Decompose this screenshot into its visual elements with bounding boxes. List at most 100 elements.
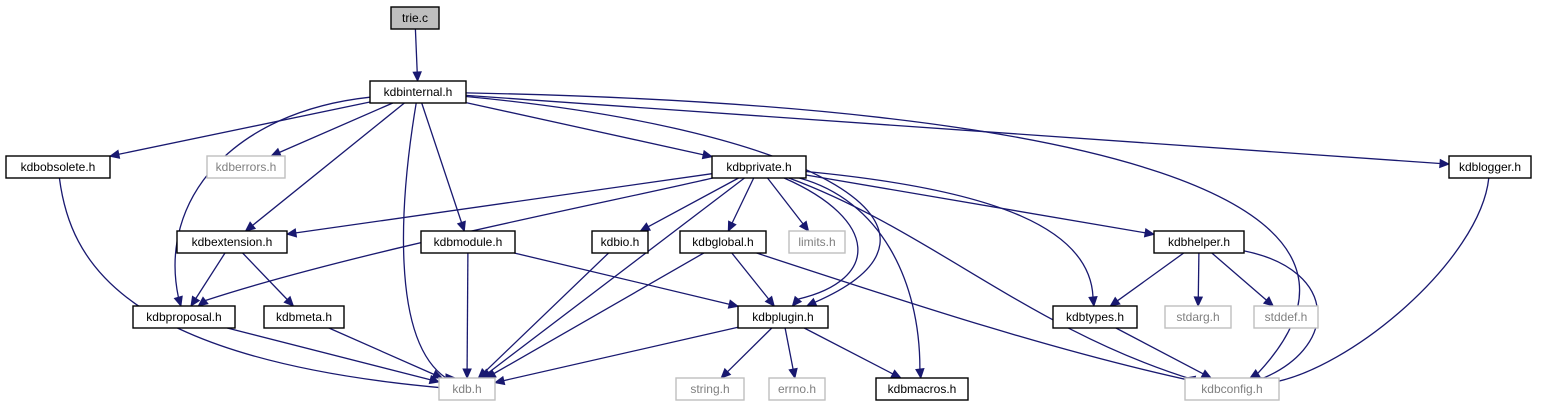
edge-kdbplugin_h-to-errno_h bbox=[784, 327, 798, 380]
node-kdbplugin-h[interactable]: kdbplugin.h bbox=[737, 305, 829, 329]
edge-kdbinternal_h-to-kdbobsolete_h bbox=[108, 101, 371, 159]
edge-line bbox=[647, 177, 739, 228]
edge-line bbox=[488, 177, 745, 374]
edge-line bbox=[195, 252, 226, 299]
node-label: kdbhelper.h bbox=[1168, 235, 1230, 249]
node-box bbox=[1153, 230, 1245, 254]
edge-kdbinternal_h-to-kdbextension_h bbox=[244, 102, 405, 232]
edge-kdbplugin_h-to-kdbmacros_h bbox=[803, 327, 902, 379]
node-box bbox=[132, 305, 236, 329]
edge-line bbox=[295, 173, 713, 234]
edge-kdbprivate_h-to-kdbhelper_h bbox=[805, 174, 1156, 238]
node-box bbox=[263, 305, 345, 329]
edge-line bbox=[766, 177, 804, 225]
node-kdbmeta-h[interactable]: kdbmeta.h bbox=[263, 305, 345, 329]
node-kdblogger-h[interactable]: kdblogger.h bbox=[1448, 155, 1532, 179]
arrowhead-icon bbox=[727, 299, 740, 309]
node-kdbmodule-h[interactable]: kdbmodule.h bbox=[420, 230, 516, 254]
arrowhead-icon bbox=[798, 220, 810, 232]
arrowhead-icon bbox=[477, 368, 489, 379]
edge-line bbox=[731, 252, 770, 300]
arrowhead-icon bbox=[270, 147, 282, 157]
arrowhead-icon bbox=[431, 369, 444, 379]
node-box bbox=[591, 230, 649, 254]
edge-kdbextension_h-to-kdbmeta_h bbox=[242, 252, 295, 307]
node-box bbox=[176, 230, 288, 254]
edge-kdbprivate_h-to-kdbconfig_h bbox=[788, 177, 1197, 385]
node-kdbhelper-h[interactable]: kdbhelper.h bbox=[1153, 230, 1245, 254]
node-box bbox=[1448, 155, 1532, 179]
node-kdbextension-h[interactable]: kdbextension.h bbox=[176, 230, 288, 254]
node-label: kdbprivate.h bbox=[726, 160, 791, 174]
node-kdbtypes-h[interactable]: kdbtypes.h bbox=[1052, 305, 1138, 329]
arrowhead-icon bbox=[173, 295, 183, 308]
edge-line bbox=[727, 327, 773, 373]
edge-kdbprivate_h-to-kdbtypes_h bbox=[805, 170, 1098, 308]
node-kdbprivate-h[interactable]: kdbprivate.h bbox=[711, 155, 807, 179]
node-trie-c[interactable]: trie.c bbox=[390, 6, 440, 30]
node-label: kdbextension.h bbox=[192, 235, 273, 249]
edge-line bbox=[465, 101, 704, 156]
node-kdb-h: kdb.h bbox=[438, 377, 496, 401]
edge-kdbprivate_h-to-kdb_h bbox=[480, 177, 745, 379]
edge-kdbprivate_h-to-kdbproposal_h bbox=[197, 177, 713, 307]
node-box bbox=[788, 230, 846, 254]
edge-line bbox=[252, 102, 405, 226]
edge-line bbox=[402, 102, 447, 379]
arrowhead-icon bbox=[108, 149, 121, 159]
node-box bbox=[768, 377, 826, 401]
edge-kdbmodule_h-to-kdbplugin_h bbox=[514, 252, 740, 309]
edge-line bbox=[465, 94, 1441, 165]
arrowhead-icon bbox=[190, 295, 201, 308]
arrowhead-icon bbox=[412, 71, 422, 83]
node-kdbproposal-h[interactable]: kdbproposal.h bbox=[132, 305, 236, 329]
arrowhead-icon bbox=[283, 295, 295, 307]
node-box bbox=[1184, 377, 1280, 401]
node-label: kdblogger.h bbox=[1459, 160, 1521, 174]
edge-line bbox=[242, 252, 288, 300]
edge-line bbox=[784, 327, 794, 370]
arrowhead-icon bbox=[493, 375, 506, 386]
node-label: kdbmacros.h bbox=[888, 382, 957, 396]
node-box bbox=[369, 80, 467, 104]
edge-trie_c-to-kdbinternal_h bbox=[412, 28, 422, 83]
node-label: kdbmeta.h bbox=[276, 310, 332, 324]
edge-line bbox=[756, 252, 1194, 382]
edge-line bbox=[1211, 252, 1267, 301]
node-label: kdbmodule.h bbox=[434, 235, 503, 249]
node-label: kdbconfig.h bbox=[1201, 382, 1262, 396]
node-box bbox=[420, 230, 516, 254]
node-kdbglobal-h[interactable]: kdbglobal.h bbox=[679, 230, 767, 254]
edge-kdbprivate_h-to-kdbio_h bbox=[639, 177, 739, 232]
edge-line bbox=[465, 92, 1301, 374]
node-box bbox=[679, 230, 767, 254]
edge-line bbox=[788, 177, 1195, 381]
node-label: kdbinternal.h bbox=[384, 85, 453, 99]
edge-line bbox=[1197, 252, 1200, 298]
node-kdbobsolete-h[interactable]: kdbobsolete.h bbox=[5, 155, 111, 179]
edge-line bbox=[58, 177, 449, 389]
arrowhead-icon bbox=[720, 367, 732, 379]
node-kdbio-h[interactable]: kdbio.h bbox=[591, 230, 649, 254]
edge-kdbio_h-to-kdb_h bbox=[477, 252, 610, 379]
arrowhead-icon bbox=[1088, 296, 1098, 308]
edge-line bbox=[421, 102, 463, 223]
edge-kdbmeta_h-to-kdb_h bbox=[328, 327, 444, 379]
node-kdbmacros-h[interactable]: kdbmacros.h bbox=[875, 377, 969, 401]
arrowhead-icon bbox=[456, 220, 466, 233]
edge-line bbox=[1115, 327, 1204, 375]
arrowhead-icon bbox=[1109, 296, 1121, 307]
node-box bbox=[737, 305, 829, 329]
edge-line bbox=[174, 96, 371, 298]
edge-kdbplugin_h-to-kdb_h bbox=[493, 326, 739, 386]
node-box bbox=[675, 377, 745, 401]
edge-kdbhelper_h-to-kdbtypes_h bbox=[1109, 252, 1185, 307]
edge-line bbox=[205, 177, 713, 302]
edge-line bbox=[783, 177, 859, 300]
edge-line bbox=[465, 95, 881, 303]
edge-line bbox=[1117, 252, 1185, 302]
node-stddef-h: stddef.h bbox=[1253, 305, 1319, 329]
node-kdbinternal-h[interactable]: kdbinternal.h bbox=[369, 80, 467, 104]
edge-line bbox=[1269, 177, 1490, 384]
